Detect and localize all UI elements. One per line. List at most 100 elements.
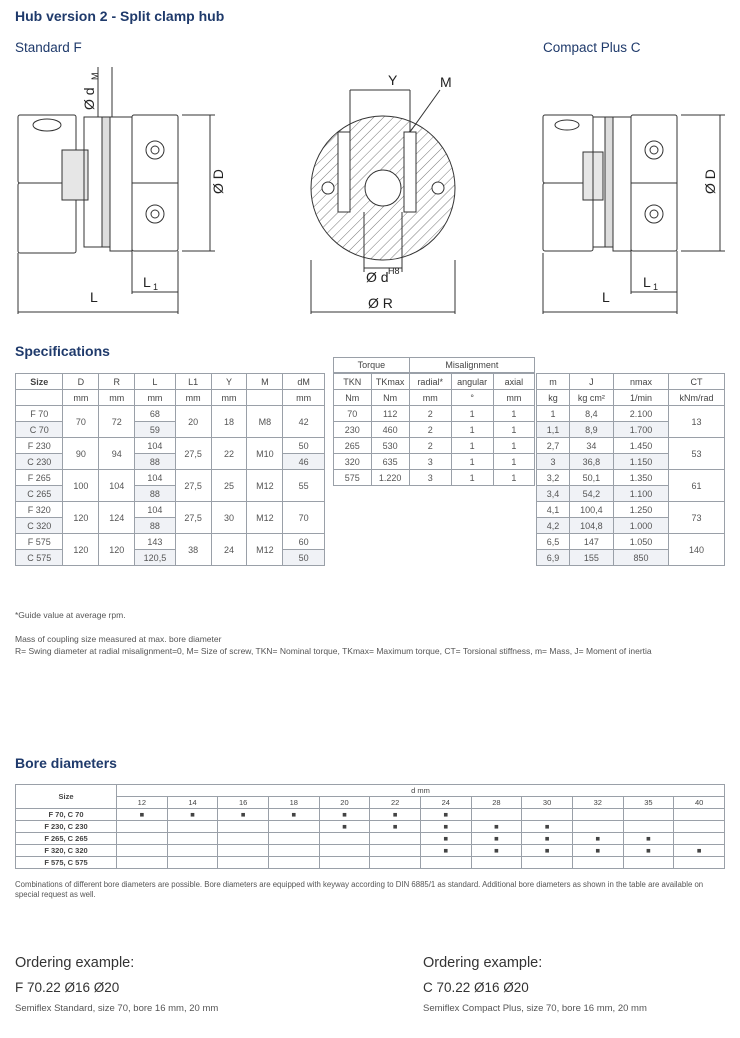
column-header: R bbox=[98, 373, 136, 390]
m-screw-cell: M12 bbox=[246, 469, 284, 502]
bore-note: Combinations of different bore diameters… bbox=[15, 880, 704, 899]
l1-cell: 20 bbox=[174, 405, 212, 438]
bore-empty-cell bbox=[571, 856, 624, 869]
nmax-cell: 1.000 bbox=[612, 517, 670, 534]
standard-f-drawing: L L 1 Ø d M Ø D bbox=[17, 67, 226, 314]
bore-size-cell: F 320, C 320 bbox=[15, 844, 117, 857]
size-cell: F 70 bbox=[14, 405, 64, 422]
column-header: m bbox=[536, 373, 570, 390]
d-cell: 120 bbox=[62, 533, 100, 566]
bore-diameter-header: 14 bbox=[166, 796, 219, 809]
nmax-cell: 1.150 bbox=[612, 453, 670, 470]
bore-empty-cell bbox=[673, 808, 725, 821]
l-cell: 120,5 bbox=[134, 549, 176, 566]
tkmax-cell: 635 bbox=[370, 453, 410, 470]
page-title: Hub version 2 - Split clamp hub bbox=[15, 8, 225, 24]
size-cell: C 320 bbox=[14, 517, 64, 534]
bore-empty-cell bbox=[369, 856, 421, 869]
r-cell: 94 bbox=[98, 437, 136, 470]
m-dim-label: M bbox=[440, 74, 452, 90]
bore-diameter-header: 18 bbox=[267, 796, 320, 809]
l1-dim-label-c: L bbox=[643, 274, 651, 290]
bore-empty-cell bbox=[166, 856, 219, 869]
bore-available-mark: ■ bbox=[217, 808, 269, 821]
l1-cell: 38 bbox=[174, 533, 212, 566]
bore-empty-cell bbox=[116, 856, 168, 869]
column-header: radial* bbox=[408, 373, 452, 390]
inertia-cell: 147 bbox=[568, 533, 614, 550]
column-header: nmax bbox=[612, 373, 670, 390]
l1-dim-sub-c: 1 bbox=[653, 282, 658, 292]
standard-f-label: Standard F bbox=[15, 40, 82, 55]
ordering-heading-right: Ordering example: bbox=[423, 955, 543, 971]
bore-size-cell: F 70, C 70 bbox=[15, 808, 117, 821]
inertia-cell: 104,8 bbox=[568, 517, 614, 534]
bore-available-mark: ■ bbox=[470, 832, 523, 845]
bore-empty-cell bbox=[166, 820, 219, 833]
D-dim-label: Ø D bbox=[210, 169, 226, 194]
bore-empty-cell bbox=[116, 820, 168, 833]
d-cell: 100 bbox=[62, 469, 100, 502]
unit-header bbox=[14, 389, 64, 406]
mass-cell: 2,7 bbox=[536, 437, 570, 454]
size-cell: C 70 bbox=[14, 421, 64, 438]
bore-available-mark: ■ bbox=[318, 820, 371, 833]
angular-cell: 1 bbox=[450, 437, 494, 454]
r-cell: 124 bbox=[98, 501, 136, 534]
m-screw-cell: M10 bbox=[246, 437, 284, 470]
l-cell: 68 bbox=[134, 405, 176, 422]
ct-cell: 53 bbox=[668, 437, 725, 470]
l-cell: 104 bbox=[134, 437, 176, 454]
m-screw-cell: M12 bbox=[246, 533, 284, 566]
dm-cell: 42 bbox=[282, 405, 325, 438]
radial-cell: 3 bbox=[408, 453, 452, 470]
bore-available-mark: ■ bbox=[369, 820, 421, 833]
tkn-cell: 265 bbox=[333, 437, 372, 454]
bore-empty-cell bbox=[116, 832, 168, 845]
bore-diameters-heading: Bore diameters bbox=[15, 755, 117, 771]
l1-dim-label: L bbox=[143, 274, 151, 290]
r-cell: 120 bbox=[98, 533, 136, 566]
mass-note: Mass of coupling size measured at max. b… bbox=[15, 634, 222, 644]
angular-cell: 1 bbox=[450, 405, 494, 422]
column-header: angular bbox=[450, 373, 494, 390]
m-screw-cell: M12 bbox=[246, 501, 284, 534]
compact-plus-c-drawing: L L 1 Ø D bbox=[542, 114, 725, 314]
y-cell: 24 bbox=[210, 533, 248, 566]
tkn-cell: 575 bbox=[333, 469, 372, 486]
bore-empty-cell bbox=[267, 856, 320, 869]
size-cell: C 265 bbox=[14, 485, 64, 502]
nmax-cell: 1.450 bbox=[612, 437, 670, 454]
legend-note: R= Swing diameter at radial misalignment… bbox=[15, 646, 652, 656]
column-header: D bbox=[62, 373, 100, 390]
column-header: dM bbox=[282, 373, 325, 390]
bore-available-mark: ■ bbox=[571, 832, 624, 845]
bore-empty-cell bbox=[622, 808, 675, 821]
bore-available-mark: ■ bbox=[267, 808, 320, 821]
y-cell: 22 bbox=[210, 437, 248, 470]
bore-empty-cell bbox=[521, 808, 573, 821]
angular-cell: 1 bbox=[450, 421, 494, 438]
bore-empty-cell bbox=[217, 856, 269, 869]
d-dim-label: Ø d bbox=[366, 269, 389, 285]
bore-diameter-header: 24 bbox=[419, 796, 472, 809]
bore-empty-cell bbox=[571, 820, 624, 833]
nmax-cell: 1.050 bbox=[612, 533, 670, 550]
ct-cell: 13 bbox=[668, 405, 725, 438]
bore-empty-cell bbox=[673, 856, 725, 869]
dm-cell: 50 bbox=[282, 437, 325, 454]
bore-empty-cell bbox=[267, 820, 320, 833]
mass-cell: 4,1 bbox=[536, 501, 570, 518]
bore-diameter-header: 16 bbox=[217, 796, 269, 809]
bore-empty-cell bbox=[419, 856, 472, 869]
unit-header: mm bbox=[408, 389, 452, 406]
unit-header: mm bbox=[492, 389, 536, 406]
mass-cell: 1 bbox=[536, 405, 570, 422]
dm-cell: 70 bbox=[282, 501, 325, 534]
inertia-cell: 8,9 bbox=[568, 421, 614, 438]
bore-available-mark: ■ bbox=[419, 844, 472, 857]
inertia-cell: 54,2 bbox=[568, 485, 614, 502]
inertia-cell: 8,4 bbox=[568, 405, 614, 422]
axial-cell: 1 bbox=[492, 405, 536, 422]
